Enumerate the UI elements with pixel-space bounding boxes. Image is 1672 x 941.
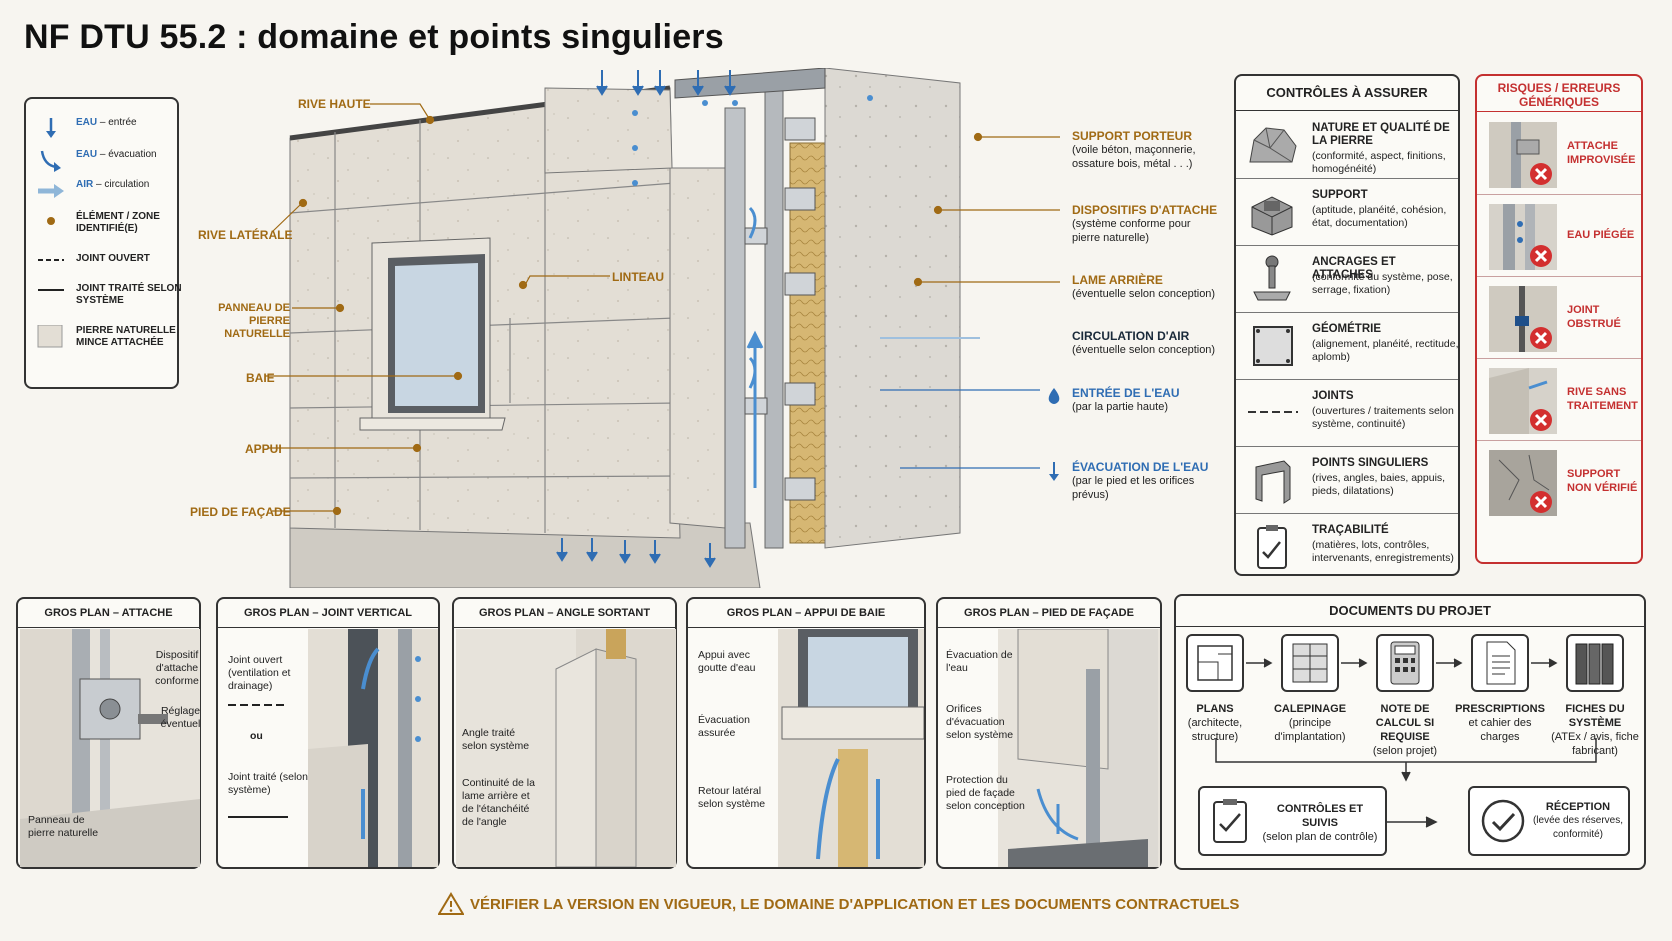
improvised-attach-icon <box>1489 122 1557 188</box>
label-rive-haute: RIVE HAUTE <box>298 97 371 111</box>
label-panneau: PANNEAU DE PIERRE NATURELLE <box>218 302 290 340</box>
documents-panel: DOCUMENTS DU PROJET PLANS(architecte, st… <box>1174 594 1646 870</box>
treated-joint-line-icon <box>228 816 288 818</box>
calculator-icon <box>1376 634 1434 692</box>
control-item: SUPPORT (aptitude, planéité, cohésion, é… <box>1236 179 1458 246</box>
untreated-edge-icon <box>1489 368 1557 434</box>
control-item: GÉOMÉTRIE (alignement, planéité, rectitu… <box>1236 313 1459 380</box>
closeup-angle-sortant: GROS PLAN – ANGLE SORTANT Angle traité s… <box>452 597 677 869</box>
doc-note-calcul: NOTE DE CALCUL SI REQUISE(selon projet) <box>1372 703 1438 757</box>
controls-follow-box: CONTRÔLES ET SUIVIS(selon plan de contrô… <box>1198 786 1387 856</box>
closeup-angle-illustration <box>456 629 676 867</box>
water-drop-icon <box>1048 388 1060 404</box>
unchecked-support-icon <box>1489 450 1557 516</box>
open-joint-dash-icon <box>228 704 288 706</box>
footer-warning: VÉRIFIER LA VERSION EN VIGUEUR, LE DOMAI… <box>470 896 1240 913</box>
closeup-sill-illustration <box>778 629 924 867</box>
document-icon <box>1471 634 1529 692</box>
label-pied: PIED DE FAÇADE <box>190 505 291 519</box>
reception-box: RÉCEPTION(levée des réserves, conformité… <box>1468 786 1630 856</box>
control-item: ANCRAGES ET ATTACHES (conformité du syst… <box>1236 246 1458 313</box>
documents-flow-arrows <box>1215 658 1597 828</box>
closeup-attache: GROS PLAN – ATTACHE Dispositif d'attache… <box>16 597 201 869</box>
window-sill <box>359 417 506 431</box>
support-wall <box>824 68 961 549</box>
warning-icon <box>438 892 464 915</box>
controls-panel: CONTRÔLES À ASSURER NATURE ET QUALITÉ DE… <box>1234 74 1460 576</box>
vertical-rail <box>724 107 746 549</box>
support-block-icon <box>1251 196 1293 236</box>
doc-fiches: FICHES DU SYSTÈME(ATEx / avis, fiche fab… <box>1551 703 1639 757</box>
trapped-water-icon <box>1489 204 1557 270</box>
control-item: POINTS SINGULIERS (rives, angles, baies,… <box>1236 447 1458 514</box>
water-entry-arrows <box>596 70 736 96</box>
label-dispositifs: DISPOSITIFS D'ATTACHE(système conforme p… <box>1072 203 1218 244</box>
clipboard-icon <box>1257 525 1287 569</box>
brackets <box>744 117 816 501</box>
label-lame-arriere: LAME ARRIÈRE(éventuelle selon conception… <box>1072 273 1216 300</box>
label-circulation-air: CIRCULATION D'AIR(éventuelle selon conce… <box>1072 329 1216 356</box>
page-title: NF DTU 55.2 : domaine et points singulie… <box>24 18 724 56</box>
blocked-joint-icon <box>1489 286 1557 352</box>
binders-icon <box>1566 634 1624 692</box>
risk-item: ATTACHE IMPROVISÉE <box>1477 112 1641 195</box>
label-rive-laterale: RIVE LATÉRALE <box>198 228 293 242</box>
closeup-joint-illustration <box>308 629 438 867</box>
risk-item: EAU PIÉGÉE <box>1477 194 1641 277</box>
water-exit-arrows <box>556 538 716 568</box>
risk-item: SUPPORT NON VÉRIFIÉ <box>1477 440 1641 522</box>
legend-box: EAU – entrée EAU – évacuation AIR – circ… <box>24 97 182 389</box>
documents-title: DOCUMENTS DU PROJET <box>1176 596 1644 627</box>
closeup-appui-baie: GROS PLAN – APPUI DE BAIE Appui avec gou… <box>686 597 926 869</box>
risks-title: RISQUES / ERREURS GÉNÉRIQUES <box>1477 76 1641 112</box>
window-glass <box>395 263 478 406</box>
corner-profile-icon <box>1255 460 1291 504</box>
geometry-panel-icon <box>1253 326 1293 366</box>
label-baie: BAIE <box>246 371 275 385</box>
check-circle-icon <box>1481 799 1525 843</box>
label-appui: APPUI <box>245 442 282 456</box>
stone-swatch-icon <box>37 325 63 348</box>
controls-title: CONTRÔLES À ASSURER <box>1236 76 1458 111</box>
clipboard-check-icon <box>1213 799 1247 843</box>
closeup-foot-illustration <box>998 629 1160 867</box>
facade-illustration <box>289 68 980 588</box>
doc-calepinage: CALEPINAGE(principe d'implantation) <box>1273 703 1347 743</box>
closeup-joint-vertical: GROS PLAN – JOINT VERTICAL Joint ouvert … <box>216 597 440 869</box>
air-arrow-icon <box>38 184 64 198</box>
calepinage-icon <box>1281 634 1339 692</box>
risk-item: JOINT OBSTRUÉ <box>1477 276 1641 359</box>
plans-icon <box>1186 634 1244 692</box>
water-out-arrow-icon <box>40 150 61 172</box>
water-drops <box>632 95 873 186</box>
doc-plans: PLANS(architecte, structure) <box>1187 703 1243 743</box>
identified-dot-icon <box>47 217 55 225</box>
air-arrows <box>746 206 764 488</box>
label-linteau: LINTEAU <box>612 270 664 284</box>
control-item: JOINTS (ouvertures / traitements selon s… <box>1236 380 1458 447</box>
label-support-porteur: SUPPORT PORTEUR(voile béton, maçonnerie,… <box>1072 129 1196 170</box>
closeup-attache-illustration <box>20 629 200 867</box>
joint-dash-icon <box>1248 411 1298 413</box>
stone-icon <box>1249 127 1297 163</box>
water-in-arrow-icon <box>46 118 56 138</box>
closeup-pied-facade: GROS PLAN – PIED DE FAÇADE Évacuation de… <box>936 597 1162 869</box>
control-item: NATURE ET QUALITÉ DE LA PIERRE (conformi… <box>1236 112 1458 179</box>
water-down-arrow-icon <box>1049 474 1059 481</box>
risk-item: RIVE SANS TRAITEMENT <box>1477 358 1641 441</box>
solid-line-icon <box>38 289 64 291</box>
risks-panel: RISQUES / ERREURS GÉNÉRIQUES ATTACHE IMP… <box>1475 74 1643 564</box>
dashed-line-icon <box>38 259 64 261</box>
label-entree-eau: ENTRÉE DE L'EAU(par la partie haute) <box>1072 386 1180 413</box>
control-item: TRAÇABILITÉ (matières, lots, contrôles, … <box>1236 514 1458 580</box>
leader-lines <box>265 103 1060 516</box>
anchor-bolt-icon <box>1253 255 1291 301</box>
label-evacuation-eau: ÉVACUATION DE L'EAU(par le pied et les o… <box>1072 460 1209 501</box>
